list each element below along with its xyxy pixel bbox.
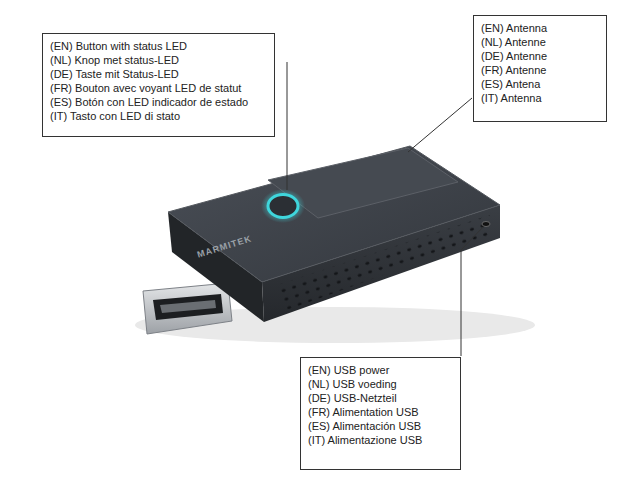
- callout-box: (EN) Button with status LED(NL) Knop met…: [42, 33, 275, 137]
- callout-text: (DE) Antenne: [481, 49, 599, 63]
- top-face: [168, 146, 500, 282]
- antenna-panel: [268, 148, 458, 218]
- leader-line: [287, 62, 288, 190]
- status-button: [268, 195, 298, 218]
- callout-text: (IT) Tasto con LED di stato: [50, 109, 267, 123]
- callout-text: (NL) USB voeding: [308, 377, 453, 391]
- hdmi-contacts: [160, 300, 216, 313]
- callout-text: (DE) Taste mit Status-LED: [50, 67, 267, 81]
- callout-box: (EN) Antenna(NL) Antenne(DE) Antenne(FR)…: [473, 15, 607, 122]
- callout-text: (ES) Botón con LED indicador de estado: [50, 95, 267, 109]
- hdmi-slot: [153, 294, 223, 320]
- callout-text: (IT) Alimentazione USB: [308, 433, 453, 447]
- callout-text: (IT) Antenna: [481, 91, 599, 105]
- hdmi-plug: [143, 283, 232, 334]
- callout-text: (NL) Knop met status-LED: [50, 53, 267, 67]
- callout-text: (FR) Alimentation USB: [308, 405, 453, 419]
- leader-line: [408, 98, 472, 152]
- callout-text: (ES) Antena: [481, 77, 599, 91]
- callout-box: (EN) USB power(NL) USB voeding(DE) USB-N…: [300, 357, 461, 470]
- callout-text: (ES) Alimentación USB: [308, 419, 453, 433]
- callout-text: (DE) USB-Netzteil: [308, 391, 453, 405]
- button-glow: [261, 189, 305, 223]
- callout-text: (EN) Button with status LED: [50, 39, 267, 53]
- leader-line: [461, 226, 484, 356]
- callout-text: (EN) Antenna: [481, 21, 599, 35]
- callout-text: (EN) USB power: [308, 363, 453, 377]
- callout-text: (FR) Bouton avec voyant LED de statut: [50, 81, 267, 95]
- usb-port: [482, 222, 490, 227]
- callout-text: (FR) Antenne: [481, 63, 599, 77]
- callout-text: (NL) Antenne: [481, 35, 599, 49]
